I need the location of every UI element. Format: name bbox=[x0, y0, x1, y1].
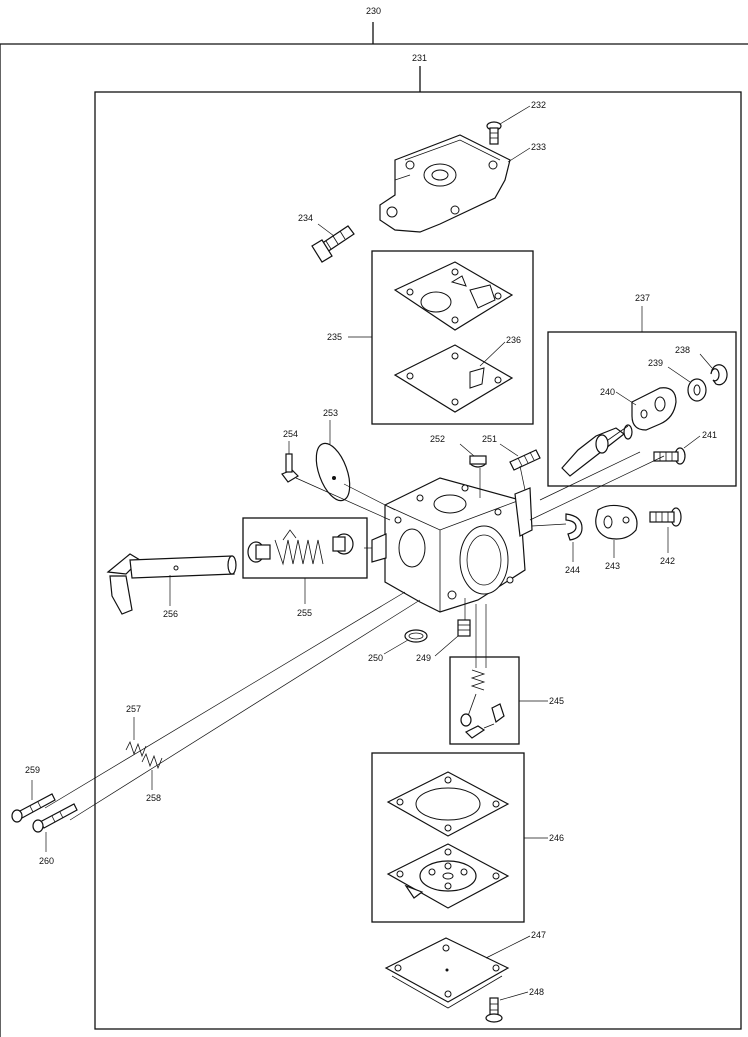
leader-238 bbox=[699, 353, 713, 369]
leader-248 bbox=[499, 991, 529, 1001]
label-252: 252 bbox=[430, 434, 445, 444]
part-259-screw bbox=[11, 793, 56, 823]
main-assembly-box-231 bbox=[94, 66, 742, 1030]
label-240: 240 bbox=[600, 387, 615, 397]
label-254: 254 bbox=[283, 429, 298, 439]
leader-249 bbox=[434, 635, 459, 657]
label-241: 241 bbox=[702, 430, 717, 440]
label-250: 250 bbox=[368, 653, 383, 663]
kit-box-235 bbox=[371, 250, 534, 425]
part-232-screw bbox=[486, 121, 502, 145]
kit-box-237 bbox=[547, 331, 737, 487]
part-245-needle-set bbox=[460, 669, 505, 739]
part-233-cover bbox=[379, 134, 511, 233]
part-246-gasket bbox=[386, 771, 510, 837]
label-231: 231 bbox=[412, 53, 427, 63]
label-255: 255 bbox=[297, 608, 312, 618]
label-245: 245 bbox=[549, 696, 564, 706]
part-254-screw bbox=[281, 453, 299, 483]
part-239-washer bbox=[687, 378, 707, 402]
part-258-spring bbox=[141, 752, 163, 770]
label-253: 253 bbox=[323, 408, 338, 418]
leader-250 bbox=[383, 639, 409, 655]
label-259: 259 bbox=[25, 765, 40, 775]
kit-box-245 bbox=[449, 656, 520, 745]
leader-240 bbox=[615, 391, 637, 406]
label-234: 234 bbox=[298, 213, 313, 223]
label-237: 237 bbox=[635, 293, 650, 303]
part-250-o-ring bbox=[404, 629, 428, 643]
part-247-cover bbox=[384, 937, 510, 1009]
part-carburetor-body bbox=[371, 477, 533, 613]
part-240-lever bbox=[631, 387, 677, 431]
label-239: 239 bbox=[648, 358, 663, 368]
label-246: 246 bbox=[549, 833, 564, 843]
label-236: 236 bbox=[506, 335, 521, 345]
part-249-jet bbox=[457, 619, 471, 637]
label-256: 256 bbox=[163, 609, 178, 619]
label-257: 257 bbox=[126, 704, 141, 714]
label-247: 247 bbox=[531, 930, 546, 940]
kit-box-246 bbox=[371, 752, 525, 923]
leader-251 bbox=[499, 443, 519, 457]
part-238-circlip bbox=[710, 364, 728, 386]
assembly-bracket-230 bbox=[0, 22, 748, 1037]
leader-233 bbox=[507, 147, 531, 163]
label-232: 232 bbox=[531, 100, 546, 110]
part-246-diaphragm bbox=[386, 843, 510, 909]
label-235: 235 bbox=[327, 332, 342, 342]
projection-lines bbox=[44, 451, 665, 821]
leader-234 bbox=[317, 223, 335, 237]
label-248: 248 bbox=[529, 987, 544, 997]
leader-236 bbox=[479, 341, 506, 367]
label-260: 260 bbox=[39, 856, 54, 866]
part-253-throttle-plate bbox=[315, 442, 351, 502]
part-251-fitting bbox=[509, 449, 541, 471]
label-230: 230 bbox=[366, 6, 381, 16]
part-242-screw bbox=[649, 507, 682, 527]
part-244-clip bbox=[565, 513, 583, 541]
label-258: 258 bbox=[146, 793, 161, 803]
part-255-spring-set bbox=[247, 529, 354, 566]
part-257-spring bbox=[125, 740, 147, 758]
part-252-plug bbox=[469, 455, 487, 468]
part-234-adjusting-screw bbox=[311, 225, 355, 263]
leader-247 bbox=[485, 935, 531, 959]
part-243-plate bbox=[595, 504, 638, 540]
leader-232 bbox=[499, 105, 531, 125]
label-251: 251 bbox=[482, 434, 497, 444]
leader-252 bbox=[459, 443, 475, 457]
part-260-screw bbox=[32, 803, 78, 833]
label-243: 243 bbox=[605, 561, 620, 571]
label-242: 242 bbox=[660, 556, 675, 566]
label-238: 238 bbox=[675, 345, 690, 355]
part-256-shaft bbox=[106, 553, 237, 615]
label-233: 233 bbox=[531, 142, 546, 152]
part-237-shaft bbox=[561, 424, 633, 477]
part-248-screw bbox=[485, 997, 503, 1023]
part-236-diaphragm bbox=[393, 344, 514, 413]
label-249: 249 bbox=[416, 653, 431, 663]
leader-241 bbox=[683, 435, 701, 449]
part-235-gasket-upper bbox=[393, 261, 514, 331]
part-241-screw bbox=[653, 447, 686, 465]
label-244: 244 bbox=[565, 565, 580, 575]
leader-239 bbox=[667, 366, 691, 383]
